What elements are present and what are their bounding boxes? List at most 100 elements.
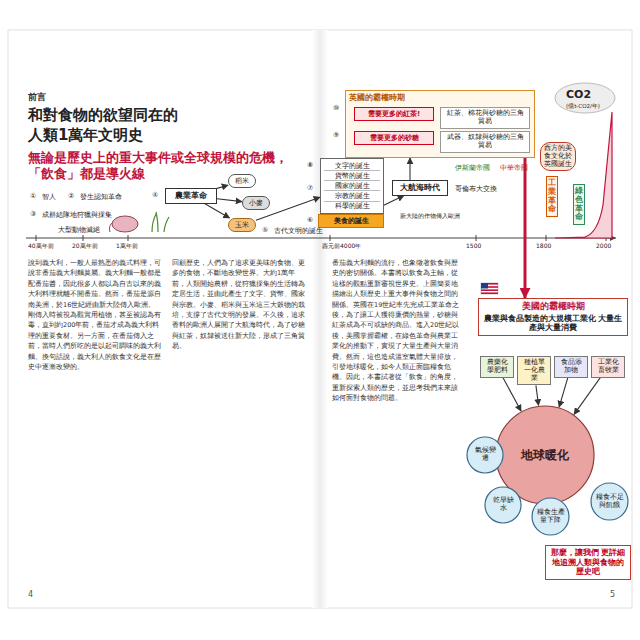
node-text: 氣候變遷 (472, 447, 499, 463)
callout-number: ⑥ (307, 216, 313, 225)
body-text: 番茄義大利麵的流行，也象徵著飲食與歷史的密切關係。本書將以飲食為主軸，從這樣的觀… (332, 258, 464, 403)
node-body-text: 宗教的誕生 (324, 191, 380, 201)
node-text: 大航海時代 (396, 183, 444, 193)
node-text: 美食的誕生 (322, 217, 380, 225)
callout-number: ③ (30, 210, 36, 219)
event-note: 成群結隊地狩獵與採集 (42, 211, 112, 219)
node-text: 地球暖化 (521, 448, 569, 462)
flow-arrow (409, 158, 410, 180)
node-text: 紅茶、棉花與砂糖的三角貿易 (444, 110, 526, 126)
flow-arrow (217, 199, 242, 202)
wheat-sprouts (152, 212, 169, 232)
node-text: 武器、奴隸與砂糖的三角貿易 (444, 134, 526, 150)
era-panel: 美國的霸權時期農業與食品製造的大規模工業化 大量生產與大量消費 (478, 298, 628, 336)
page-gutter (312, 30, 328, 608)
grain-tag: 稻米 (228, 174, 256, 188)
highlight-box: 美食的誕生 (318, 214, 384, 228)
empire-note: 中華帝國 (500, 164, 528, 172)
birth-list: 文字的誕生貨幣的誕生國家的誕生宗教的誕生科學的誕生 (320, 158, 384, 214)
us-flag (481, 283, 498, 294)
co2-curve (555, 112, 612, 238)
body-text: 說到義大利，一般人最熟悉的義式料理，可說非番茄義大利麵莫屬。義大利麵一般都是配番… (28, 258, 162, 372)
axis-label: 1500 (466, 242, 481, 250)
circle-shape (485, 487, 521, 523)
node-text: 需要更多的紅茶! (358, 110, 430, 118)
axis-label: 1800 (536, 242, 551, 250)
mammoth-figure (112, 216, 138, 232)
flow-arrow (574, 378, 600, 415)
co2-cloud (555, 83, 615, 113)
event-note: 大型動物滅絕 (58, 226, 100, 234)
effect-drop: 糧食不足與飢餓 (590, 482, 629, 521)
era-box: 大航海時代 (392, 180, 448, 196)
revolution-tag: 綠色革命 (573, 184, 585, 225)
revolution-tag: 工業革命 (546, 176, 558, 217)
page-title: 和對食物的欲望同在的 人類1萬年文明史 (28, 106, 184, 145)
timeline-ticks (36, 235, 606, 241)
grain-tag: 玉米 (228, 218, 256, 232)
flow-arrow (536, 385, 539, 405)
flow-arrow (205, 204, 230, 218)
need-box: 需要更多的紅茶! (354, 107, 434, 121)
circle-shape (532, 498, 569, 535)
node-body-text: 國家的誕生 (324, 181, 380, 191)
effect-drop: 糧食生產量下降 (531, 497, 570, 536)
culture-bubble: 西方的美食文化於英國誕生 (540, 142, 576, 171)
trade-note: 紅茶、棉花與砂糖的三角貿易 (440, 107, 530, 129)
axis-label: 1萬年前 (116, 242, 138, 250)
event-note: 古代文明的誕生 (274, 227, 323, 235)
node-text: 美國的霸權時期 (482, 301, 624, 312)
node-body-text: 農業與食品製造的大規模工業化 大量生產與大量消費 (482, 314, 624, 333)
timeline-axis (26, 238, 616, 239)
callout-number: ⑩ (333, 104, 339, 113)
node-text: 文字的誕生 (324, 161, 380, 171)
circle-shape (591, 483, 628, 520)
callout-number: ② (68, 192, 74, 201)
node-text: 西方的美食文化於英國誕生 (544, 145, 572, 168)
node-body-text: 貨幣的誕生 (324, 171, 380, 181)
node-text: 乾旱缺水 (490, 497, 517, 513)
node-text: 英國的霸權時期 (349, 93, 531, 103)
callout-number: ④ (152, 191, 158, 200)
stage-box: 農業革命 (165, 188, 217, 204)
circle-shape (467, 437, 503, 473)
page-number: 5 (610, 590, 615, 600)
axis-label: 西元前4000年 (322, 242, 361, 250)
subtitle: 無論是歷史上的重大事件或全球規模的危機， 「飲食」都是導火線 (28, 150, 300, 183)
event-note: 發生認知革命 (80, 193, 122, 201)
closing-box: 那麼，讓我們 更詳細地追溯人類與食物的歷史吧 (545, 545, 631, 580)
callout-number: ⑤ (262, 226, 268, 235)
event-note: 智人 (42, 193, 56, 201)
axis-label: 40萬年前 (28, 242, 54, 250)
node-text: 稻米 (232, 177, 252, 185)
node-body-text: 科學的誕生 (324, 202, 380, 211)
effect-drop: 氣候變遷 (466, 436, 504, 474)
effect-drop: 乾旱缺水 (484, 486, 522, 524)
callout-number: ⑧ (307, 161, 313, 170)
page-spread (8, 30, 632, 608)
mammoth-trunk (109, 222, 113, 232)
need-box: 需要更多的砂糖 (354, 131, 434, 145)
flow-arrow (217, 185, 228, 188)
axis-label: 20萬年前 (72, 242, 98, 250)
empire-note: 伊斯蘭帝國 (455, 164, 490, 172)
body-text: 回顧歷史，人們為了追求更美味的食物、更多的食物，不斷地改變世界。大約1萬年前，人… (172, 258, 308, 352)
grain-tag: 小麥 (242, 196, 270, 210)
flow-arrow (559, 378, 568, 407)
node-text: 農業革命 (169, 191, 213, 201)
node-text: 工業革命 (548, 179, 556, 214)
industry-box: 種植單一化農業 (517, 356, 551, 385)
node-text: 需要更多的砂糖 (358, 134, 430, 142)
node-text: 糧食生產量下降 (537, 509, 565, 525)
callout-number: ⑨ (333, 131, 339, 140)
event-note: 新大陸的作物傳入歐洲 (400, 212, 460, 220)
node-text: 農藥化學肥料 (484, 359, 510, 375)
event-note: 哥倫布大交換 (455, 185, 497, 193)
node-text: 食品添加物 (558, 359, 584, 375)
node-text: 種植單一化農業 (521, 359, 547, 382)
node-text: 玉米 (232, 221, 252, 229)
node-text: 工業化畜牧業 (595, 359, 621, 375)
era-arrow (524, 158, 527, 298)
callout-number: ① (30, 192, 36, 201)
chart-title: CO2 (566, 88, 591, 102)
